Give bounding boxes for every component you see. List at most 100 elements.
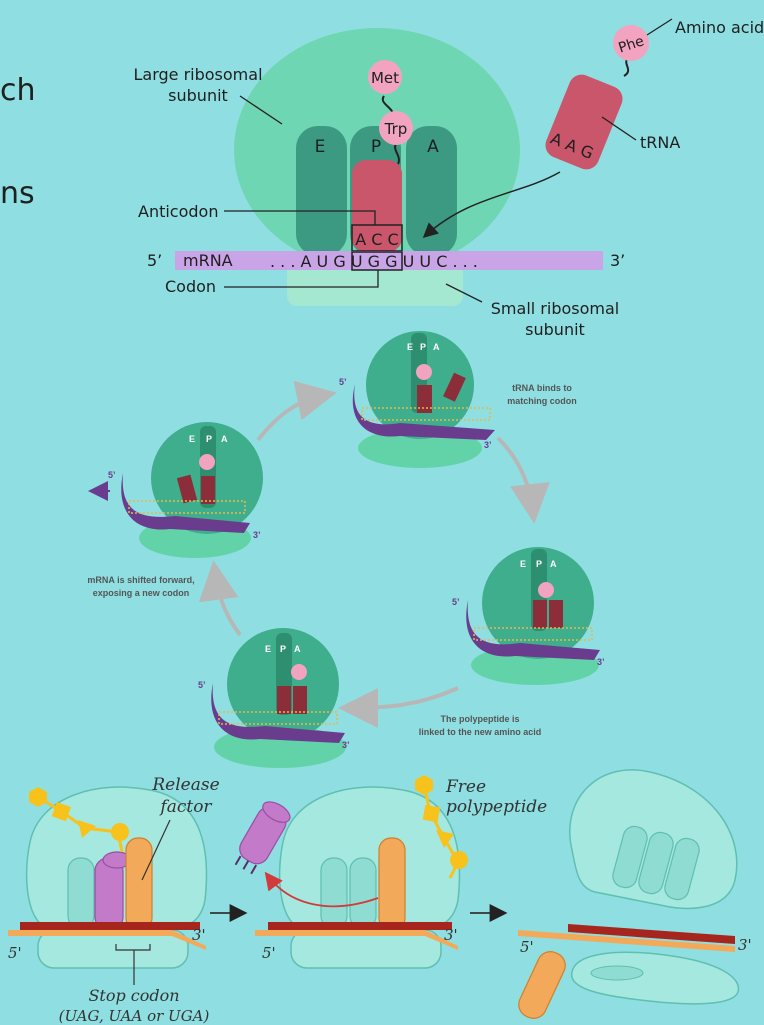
ribosome-detail: E P A A C C Met Trp A A G Phe Amino acid… — [133, 18, 764, 339]
panel3-small-subunit — [571, 951, 740, 1005]
cycle-right-trna-a — [549, 600, 563, 628]
mrna-three-prime: 3’ — [610, 251, 625, 270]
mrna-sequence: . . . A U G U G G U U C . . . — [270, 252, 478, 271]
panel3-orange-trna — [518, 951, 566, 1019]
stop-codon-label-2: (UAG, UAA or UGA) — [59, 1007, 210, 1025]
panel1-aa-hex — [29, 787, 47, 807]
step-shift-line1: mRNA is shifted forward, — [87, 575, 194, 585]
large-subunit-label-2: subunit — [168, 86, 228, 105]
cycle-bottom-trna-a — [293, 686, 307, 714]
termination-panel-1: 5' 3' Stop codon (UAG, UAA or UGA) Relea… — [8, 775, 220, 1025]
codon-label: Codon — [165, 277, 216, 296]
panel1-codon-bars — [20, 922, 200, 930]
trp-amino-acid — [379, 111, 413, 145]
termination-panel-2: 5' 3' Free polypeptide — [234, 775, 547, 969]
cycle-top-mrna — [352, 384, 495, 440]
site-a — [406, 126, 457, 256]
stop-codon-label-1: Stop codon — [88, 986, 179, 1005]
cycle-right-mrna — [466, 600, 600, 660]
panel1-mrna — [8, 930, 206, 950]
anticodon-leader — [224, 210, 376, 225]
partial-text-line1: ch — [0, 73, 36, 108]
step-bind-line2: matching codon — [507, 396, 577, 406]
panel1-aa-triangle — [78, 820, 96, 838]
panel2-five-prime: 5' — [262, 944, 276, 962]
cycle-bottom-5prime: 5’ — [198, 680, 206, 690]
cycle-top-e: E — [407, 342, 413, 352]
partial-text-line2: ns — [0, 176, 35, 211]
panel1-orange-trna — [125, 837, 153, 931]
step-link-line1: The polypeptide is — [440, 714, 519, 724]
panel1-aa-circle — [111, 823, 129, 841]
peptide-link-2 — [394, 143, 400, 165]
incoming-arrow — [422, 171, 561, 239]
released-factor-leg-1 — [234, 855, 242, 866]
cycle-bottom-trna-p — [277, 686, 291, 714]
termination-panel-3: 5' 3' — [518, 769, 752, 1019]
cycle-bottom-a: A — [294, 644, 301, 654]
cycle-bottom-mrna — [211, 683, 345, 743]
panel3-slot-2 — [638, 831, 674, 895]
cycle-top-a: A — [433, 342, 440, 352]
cycle-arrow-1 — [256, 380, 337, 442]
panel3-slot-1 — [612, 825, 648, 889]
panel1-slot-1 — [67, 857, 95, 929]
panel3-slot-3 — [664, 837, 700, 901]
step-link-line2: linked to the new amino acid — [419, 727, 542, 737]
cycle-left-3prime: 3’ — [253, 530, 261, 540]
panel2-mrna — [255, 930, 458, 950]
panel3-mrna — [518, 930, 735, 952]
free-polypeptide-label-1: Free — [445, 777, 486, 797]
cycle-left-peptide — [199, 454, 215, 470]
stop-codon-bracket — [115, 944, 151, 951]
panel2-orange-trna — [378, 837, 406, 931]
site-e-label: E — [315, 137, 326, 157]
cycle-right-peptide — [538, 582, 554, 598]
cycle-top-bases — [361, 407, 491, 421]
cycle-left-trna-e — [176, 474, 198, 504]
step-bind-line1: tRNA binds to — [512, 383, 572, 393]
trna-leader — [601, 116, 637, 141]
release-factor-leader — [141, 819, 171, 881]
free-aa-triangle — [436, 830, 454, 848]
cycle-top-5prime: 5’ — [339, 377, 347, 387]
cycle-top-trna — [417, 385, 432, 413]
step-shift-line2: exposing a new codon — [93, 588, 190, 598]
panel1-release-factor — [94, 857, 124, 931]
panel3-three-prime: 3' — [738, 936, 752, 954]
cycle-left-a: A — [221, 434, 228, 444]
cycle-bottom-p: P — [280, 644, 286, 654]
site-e — [296, 126, 347, 256]
cycle-right-a: A — [550, 559, 557, 569]
large-subunit-leader — [239, 95, 283, 125]
cycle-ribosome-bottom: E P A 5’ 3’ — [198, 628, 350, 768]
anticodon-sequence: A C C — [355, 230, 398, 249]
cycle-right-3prime: 3’ — [597, 657, 605, 667]
cycle-right-5prime: 5’ — [452, 597, 460, 607]
released-factor-leg-2 — [242, 860, 250, 870]
cycle-left-bases — [128, 500, 246, 514]
cycle-right-p: P — [536, 559, 542, 569]
release-arrow — [264, 871, 379, 908]
cycle-top-3prime: 3’ — [484, 440, 492, 450]
released-factor-leg-3 — [250, 864, 258, 875]
met-label: Met — [371, 69, 399, 87]
panel2-codon-bars — [268, 922, 452, 930]
mrna-five-prime: 5’ — [147, 251, 162, 270]
site-p-label: P — [371, 137, 381, 157]
mrna-label: mRNA — [183, 251, 233, 270]
cycle-left-5prime: 5’ — [108, 470, 116, 480]
cycle-bottom-peptide — [291, 664, 307, 680]
cycle-left-trna-p — [201, 476, 215, 504]
trna-label: tRNA — [640, 133, 680, 152]
free-aa-hex — [415, 775, 433, 795]
phe-link — [623, 57, 630, 77]
amino-acid-label: Amino acid — [675, 18, 764, 37]
small-subunit-leader — [445, 283, 483, 303]
panel2-slot-2 — [349, 857, 377, 929]
panel1-aa-square — [51, 802, 71, 822]
p-site-trna — [352, 160, 402, 252]
cycle-right-trna-p — [533, 600, 547, 628]
free-aa-square — [422, 804, 441, 823]
